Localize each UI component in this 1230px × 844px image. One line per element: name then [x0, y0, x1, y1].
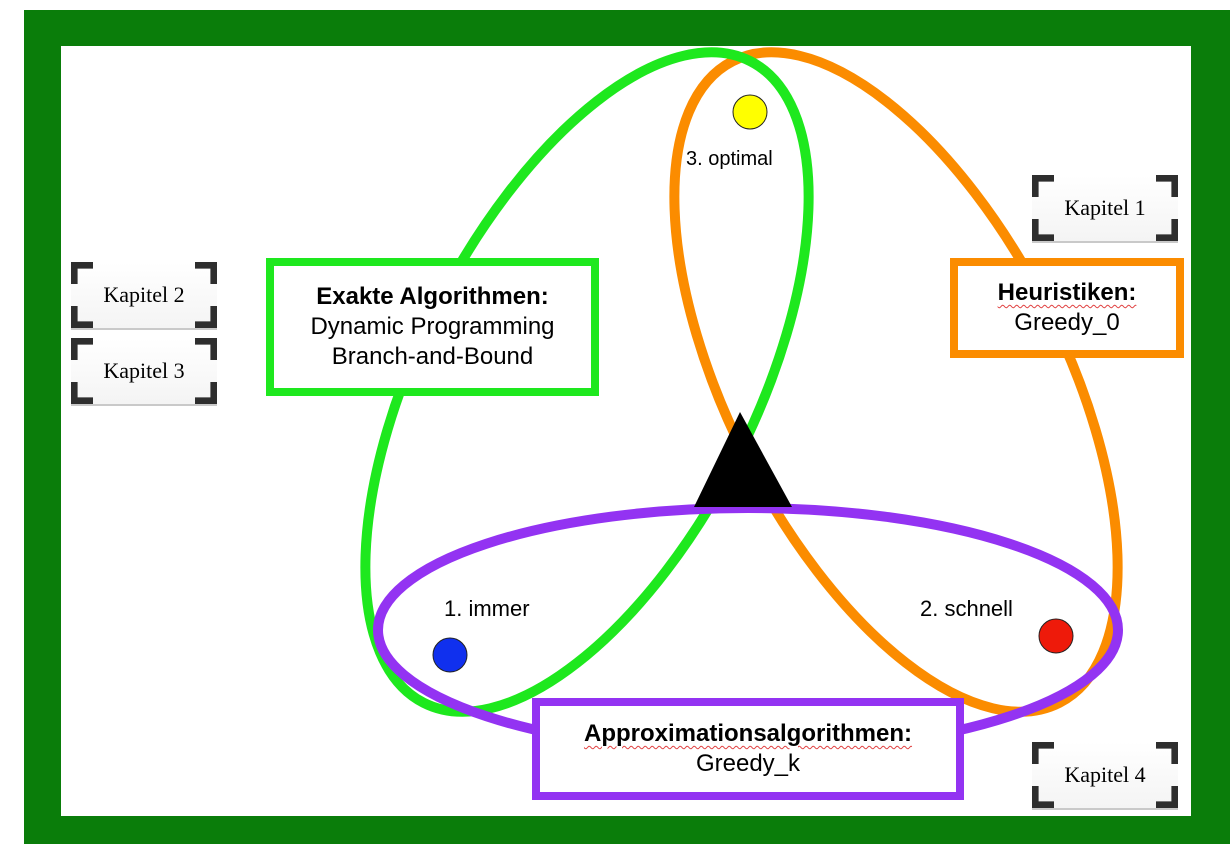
corner-bracket-icon: [1032, 219, 1054, 241]
corner-bracket-icon: [1032, 786, 1054, 808]
corner-bracket-icon: [71, 306, 93, 328]
greedy-k-text: Greedy_k: [695, 750, 801, 777]
schnell-label: 2. schnell: [920, 596, 1013, 621]
corner-bracket-icon: [71, 338, 93, 360]
exact-algorithms-title: Exakte Algorithmen:: [316, 283, 549, 310]
center-triangle: [694, 412, 792, 507]
approximation-algorithms-title: Approximationsalgorithmen:: [583, 720, 913, 747]
approximation-algorithms-box: Approximationsalgorithmen: Greedy_k: [532, 698, 964, 800]
immer-point: [432, 637, 468, 673]
corner-bracket-icon: [1032, 742, 1054, 764]
corner-bracket-icon: [71, 382, 93, 404]
kapitel-2-label: Kapitel 2: [103, 282, 185, 307]
kapitel-4-label: Kapitel 4: [1064, 762, 1146, 787]
corner-bracket-icon: [1156, 219, 1178, 241]
corner-bracket-icon: [71, 262, 93, 284]
optimal-label: 3. optimal: [686, 148, 773, 170]
kapitel-3-button[interactable]: Kapitel 3: [71, 338, 217, 406]
heuristics-box: Heuristiken: Greedy_0: [950, 258, 1184, 358]
kapitel-2-button[interactable]: Kapitel 2: [71, 262, 217, 330]
dynamic-programming-text: Dynamic Programming: [310, 313, 555, 340]
corner-bracket-icon: [1156, 742, 1178, 764]
immer-label: 1. immer: [444, 596, 530, 621]
greedy-0-text: Greedy_0: [1014, 309, 1120, 336]
corner-bracket-icon: [1032, 175, 1054, 197]
corner-bracket-icon: [1156, 786, 1178, 808]
branch-and-bound-text: Branch-and-Bound: [331, 343, 534, 370]
diagram-canvas: [61, 46, 1191, 816]
optimal-point: [732, 94, 768, 130]
corner-bracket-icon: [195, 306, 217, 328]
corner-bracket-icon: [195, 382, 217, 404]
kapitel-1-button[interactable]: Kapitel 1: [1032, 175, 1178, 243]
exact-algorithms-box: Exakte Algorithmen: Dynamic Programming …: [266, 258, 599, 396]
orange-ellipse: [669, 47, 1123, 717]
heuristics-title: Heuristiken:: [997, 279, 1137, 306]
kapitel-3-label: Kapitel 3: [103, 358, 185, 383]
corner-bracket-icon: [195, 262, 217, 284]
corner-bracket-icon: [1156, 175, 1178, 197]
corner-bracket-icon: [195, 338, 217, 360]
schnell-point: [1038, 618, 1074, 654]
kapitel-1-label: Kapitel 1: [1064, 195, 1146, 220]
kapitel-4-button[interactable]: Kapitel 4: [1032, 742, 1178, 810]
